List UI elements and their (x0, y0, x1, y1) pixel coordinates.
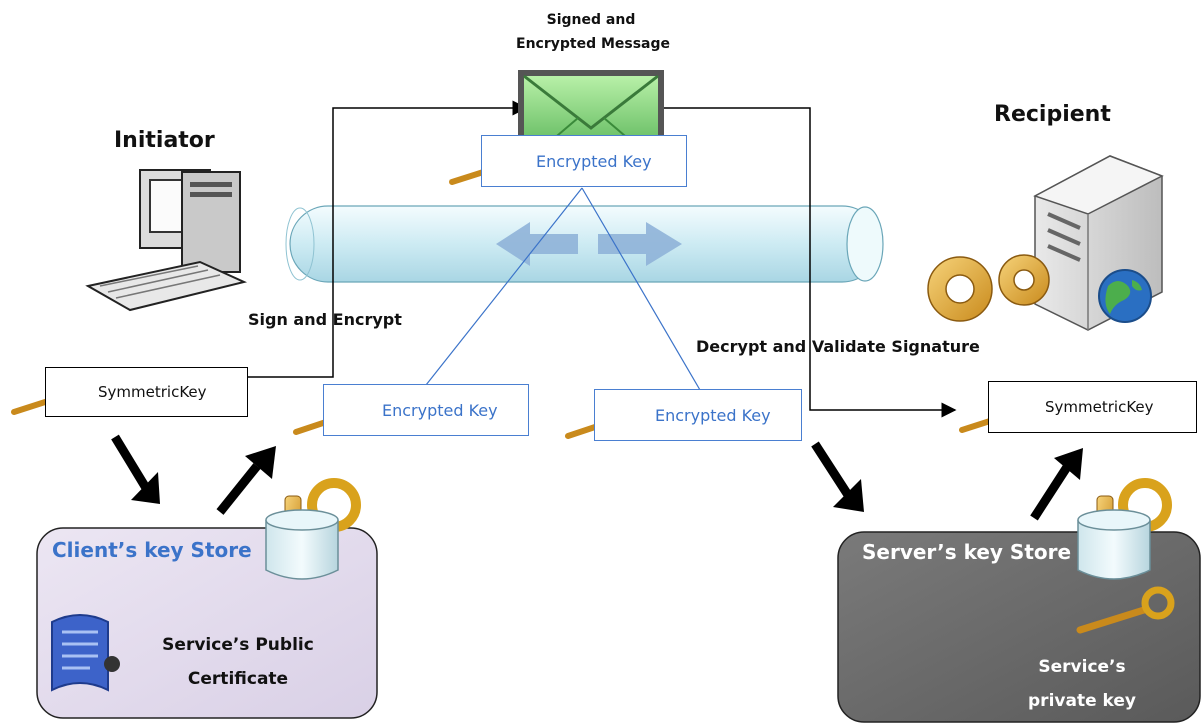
computer-icon (85, 169, 248, 312)
server-symmetric-key-label: SymmetricKey (1045, 398, 1154, 416)
sign-encrypt-label: Sign and Encrypt (248, 310, 402, 329)
client-encrypted-key-label: Encrypted Key (382, 400, 498, 420)
client-certificate-line1: Service’s Public (162, 635, 314, 655)
client-certificate-line2: Certificate (187, 669, 289, 689)
message-label-line1: Signed and (546, 12, 636, 28)
arrow-from-client-store (216, 463, 261, 515)
globe-icon (1098, 269, 1152, 323)
server-symmetric-key-box: SymmetricKey (988, 381, 1197, 433)
gears-icon (927, 254, 1050, 322)
server-private-key-line2: private key (1028, 691, 1136, 711)
message-label: Signed and Encrypted Message (516, 8, 671, 56)
arrow-to-client-store (111, 434, 150, 491)
private-key-icon (1076, 586, 1175, 634)
client-key-store-title: Client’s key Store (52, 538, 252, 562)
initiator-title: Initiator (114, 128, 215, 153)
server-encrypted-key-label: Encrypted Key (655, 405, 771, 425)
server-encrypted-key-box: Encrypted Key (594, 389, 802, 441)
client-symmetric-key-box: SymmetricKey (45, 367, 248, 417)
envelope-encrypted-key-label: Encrypted Key (536, 151, 652, 171)
right-arrow-icon (598, 222, 682, 266)
recipient-title: Recipient (994, 102, 1111, 127)
key-link-lines (425, 187, 701, 391)
receive-flow-line (664, 107, 957, 418)
send-flow-line (248, 100, 528, 378)
envelope-encrypted-key-box: Encrypted Key (481, 135, 687, 187)
arrow-from-server-store (1030, 464, 1071, 521)
certificate-icon (51, 614, 120, 692)
decrypt-validate-label: Decrypt and Validate Signature (696, 337, 980, 356)
message-label-line2: Encrypted Message (516, 36, 671, 52)
client-key-cylinder-icon (265, 478, 361, 580)
server-key-cylinder-icon (1077, 478, 1172, 580)
server-key-store-title: Server’s key Store (862, 540, 1072, 564)
arrow-to-server-store (811, 441, 852, 498)
client-certificate-label: Service’s Public Certificate (148, 628, 328, 696)
transport-pipe (285, 205, 884, 283)
client-symmetric-key-label: SymmetricKey (98, 383, 207, 401)
server-private-key-line1: Service’s (1038, 657, 1126, 677)
client-encrypted-key-box: Encrypted Key (323, 384, 529, 436)
server-private-key-label: Service’s private key (1012, 650, 1152, 718)
